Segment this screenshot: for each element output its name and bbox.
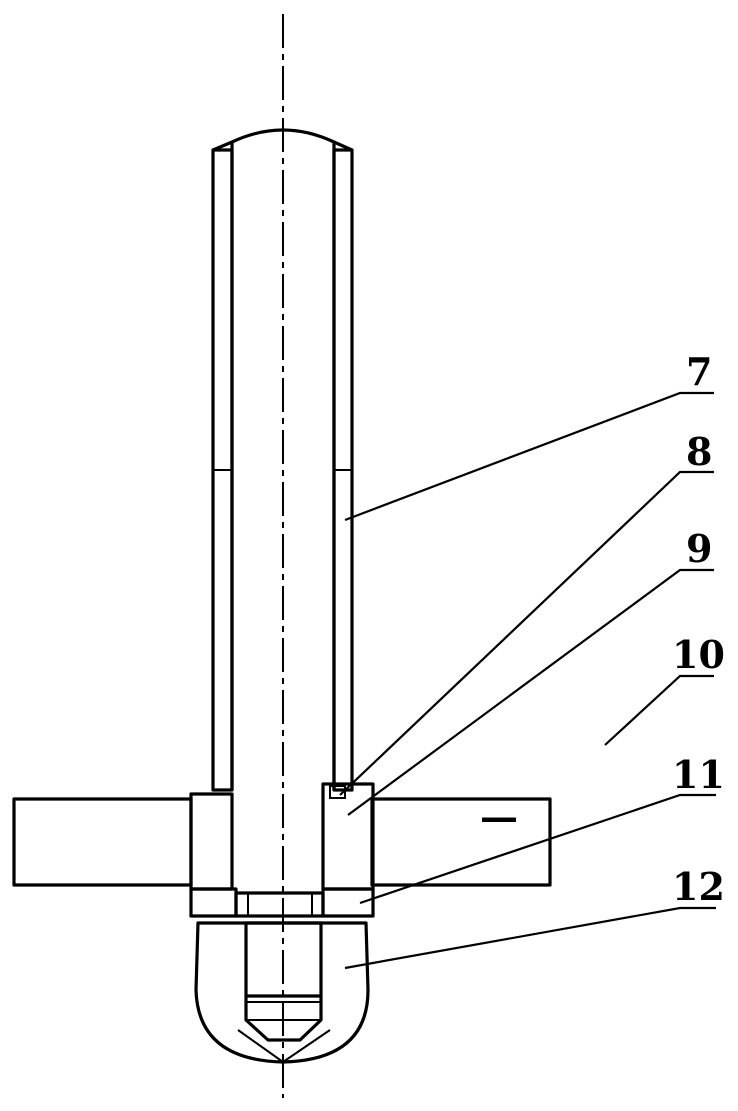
- part-10-marker: —: [480, 794, 518, 839]
- callout-7: 7: [686, 349, 712, 394]
- callout-labels: 7 8 9 10 11 12: [672, 349, 725, 909]
- callout-10: 10: [672, 632, 725, 677]
- callout-11: 11: [672, 752, 725, 797]
- washer: [189, 887, 375, 918]
- callout-12: 12: [672, 864, 725, 909]
- callout-8: 8: [686, 429, 712, 474]
- callout-9: 9: [686, 526, 712, 571]
- leader-lines: [339, 391, 716, 970]
- tube: [211, 128, 354, 792]
